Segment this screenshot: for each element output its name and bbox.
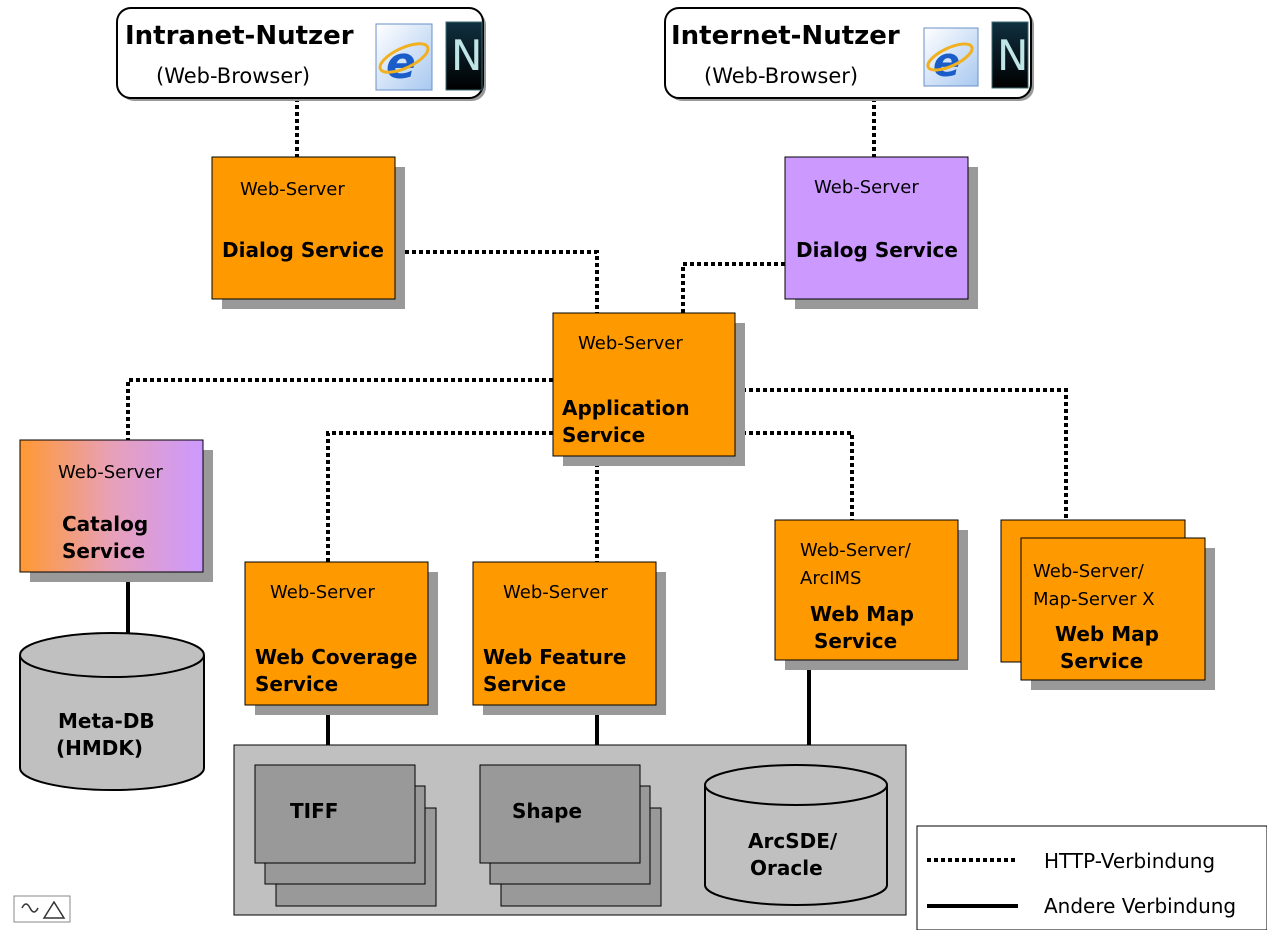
legend-other-label: Andere Verbindung (1044, 894, 1236, 918)
intranet-user-subtitle: (Web-Browser) (156, 64, 310, 88)
legend-http-label: HTTP-Verbindung (1044, 849, 1215, 873)
data-store-panel: TIFF Shape ArcSDE/ Oracle (233, 744, 907, 916)
node-label: Web-Server (58, 462, 163, 483)
node-title: Web Coverage (255, 645, 417, 669)
http-connections (126, 98, 1068, 562)
node-title: Service (62, 539, 145, 563)
edit-icon[interactable] (21, 903, 39, 913)
meta-db-cylinder: Meta-DB (HMDK) (19, 632, 205, 791)
db-label: Meta-DB (58, 709, 155, 733)
internet-user-subtitle: (Web-Browser) (704, 64, 858, 88)
corner-toolbar[interactable] (13, 895, 71, 923)
triangle-up-icon[interactable] (42, 900, 66, 919)
node-label: ArcIMS (800, 568, 861, 589)
node-title: Service (562, 423, 645, 447)
tiff-label: TIFF (290, 799, 338, 823)
node-title: Web Map (810, 602, 914, 626)
db-label: (HMDK) (56, 736, 143, 760)
node-label: Map-Server X (1033, 589, 1155, 610)
node-label: Web-Server (814, 177, 919, 198)
node-label: Web-Server (240, 179, 345, 200)
node-label: Web-Server (503, 582, 608, 603)
svg-text:N: N (997, 31, 1028, 80)
node-label: Web-Server (270, 582, 375, 603)
arcsde-cylinder: ArcSDE/ Oracle (704, 764, 888, 906)
web-map-service-x: Web-Server/ Map-Server X Web Map Service (1000, 519, 1215, 690)
conn-dialog-internet-app (681, 262, 785, 313)
catalog-service: Web-Server Catalog Service (19, 439, 213, 582)
conn-app-wcs (326, 431, 553, 562)
conn-dialog-intranet-app (405, 250, 599, 313)
db-label: ArcSDE/ (748, 829, 838, 853)
shape-stack: Shape (479, 764, 662, 907)
node-title: Service (483, 672, 566, 696)
legend: HTTP-Verbindung Andere Verbindung (916, 825, 1267, 930)
internet-user-title: Internet-Nutzer (671, 21, 900, 51)
netscape-logo-icon: N (991, 21, 1029, 89)
node-label: Web-Server/ (800, 540, 912, 561)
node-title: Catalog (62, 512, 148, 536)
shape-label: Shape (512, 799, 582, 823)
internet-user-box: Internet-Nutzer (Web-Browser) e N (664, 7, 1034, 101)
node-title: Dialog Service (796, 238, 958, 262)
svg-text:e: e (386, 38, 416, 89)
dialog-service-internet: Web-Server Dialog Service (784, 156, 978, 309)
node-label: Web-Server (578, 333, 683, 354)
node-title: Dialog Service (222, 238, 384, 262)
intranet-user-title: Intranet-Nutzer (125, 21, 354, 51)
conn-app-wms-x (735, 388, 1068, 520)
node-title: Service (1060, 649, 1143, 673)
application-service: Web-Server Application Service (552, 312, 745, 466)
ie-logo-icon: e (375, 23, 433, 91)
web-map-service-arcims: Web-Server/ ArcIMS Web Map Service (774, 519, 968, 670)
web-feature-service: Web-Server Web Feature Service (472, 561, 666, 715)
ie-logo-icon: e (923, 27, 979, 87)
node-title: Service (255, 672, 338, 696)
node-title: Service (814, 629, 897, 653)
conn-app-wms-arcims (735, 431, 854, 520)
tiff-stack: TIFF (254, 764, 437, 907)
netscape-logo-icon: N (445, 21, 483, 91)
intranet-user-box: Intranet-Nutzer (Web-Browser) e N (116, 7, 486, 101)
other-connections (126, 572, 811, 770)
node-title: Web Feature (483, 645, 626, 669)
node-title: Web Map (1055, 622, 1159, 646)
conn-app-catalog (126, 378, 553, 440)
node-label: Web-Server/ (1033, 561, 1145, 582)
dialog-service-intranet: Web-Server Dialog Service (211, 156, 405, 309)
db-label: Oracle (750, 856, 823, 880)
web-coverage-service: Web-Server Web Coverage Service (244, 561, 438, 715)
node-title: Application (562, 396, 690, 420)
svg-text:N: N (451, 31, 482, 80)
